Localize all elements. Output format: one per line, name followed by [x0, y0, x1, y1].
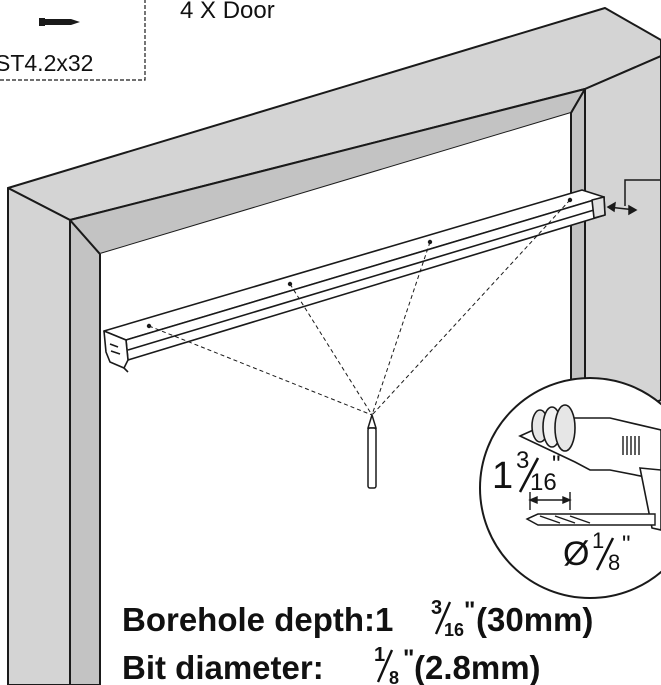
caption-depth-inch-mark: " [464, 597, 475, 624]
caption-depth-metric: (30mm) [476, 601, 593, 638]
inset-diameter-inch-mark: " [622, 531, 631, 558]
caption-depth-numerator: 3 [431, 597, 442, 619]
caption-diameter-denominator: 8 [389, 668, 399, 685]
caption-depth-text: Borehole depth:1 [122, 601, 393, 638]
drill-inset: 1 3 16 " Ø 1 8 " [479, 377, 661, 599]
pencil-icon [366, 412, 378, 489]
inset-depth-numerator: 3 [516, 447, 529, 474]
caption-diameter-inch-mark: " [403, 645, 414, 672]
inset-depth-denominator: 16 [530, 469, 557, 496]
frame-right-jamb [584, 55, 661, 431]
door-quantity-label: 4 X Door [180, 0, 275, 24]
screw-label: ST4.2x32 [0, 50, 93, 76]
gap-arrow [606, 179, 661, 216]
inset-depth-inch-mark: " [552, 451, 561, 478]
inset-diameter-denominator: 8 [608, 550, 620, 575]
guide-lines [148, 199, 571, 416]
caption-diameter-numerator: 1 [374, 644, 385, 666]
inset-depth-fraction-bar [518, 457, 540, 493]
caption-depth-denominator: 16 [444, 620, 464, 640]
depth-dimension [528, 492, 572, 510]
caption-depth: Borehole depth:1 3 16 " (30mm) [122, 597, 593, 640]
caption-depth-fraction-bar [434, 601, 452, 635]
frame-left-jamb [7, 187, 71, 685]
track-rail [103, 189, 606, 373]
power-drill-icon [518, 404, 661, 531]
frame-left-inner [69, 219, 101, 685]
caption-diameter-metric: (2.8mm) [414, 649, 541, 685]
inset-diameter-symbol: Ø [563, 535, 589, 573]
hardware-box: ST4.2x32 4 X Door [0, 0, 275, 81]
inset-depth-whole: 1 [492, 455, 513, 497]
inset-diameter-numerator: 1 [592, 528, 604, 553]
drill-bit-icon [525, 513, 656, 526]
caption-diameter: Bit diameter: 1 8 " (2.8mm) [122, 644, 541, 685]
caption-diameter-fraction-bar [376, 649, 394, 683]
frame-right-inner [570, 88, 586, 421]
inset-diameter-fraction-bar [595, 537, 615, 571]
caption-diameter-text: Bit diameter: [122, 649, 324, 685]
screw-icon [39, 18, 80, 26]
